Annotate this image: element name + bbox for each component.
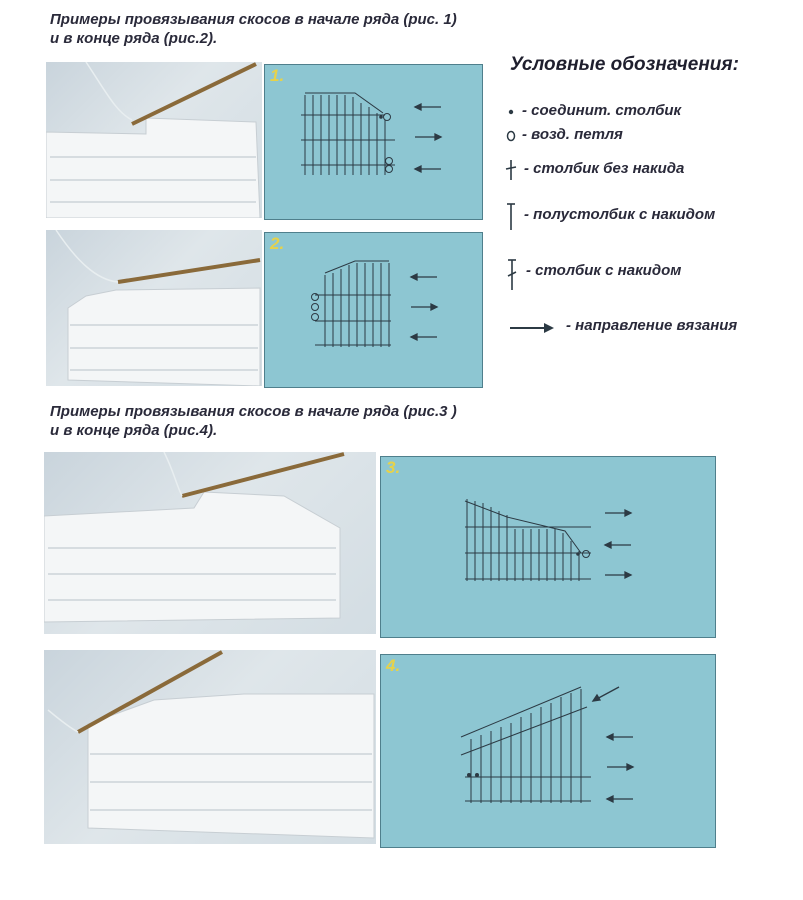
legend-item-chain-loop: - возд. петля [504, 124, 784, 148]
half-double-crochet-icon [507, 203, 515, 230]
stitch-chart-2 [311, 260, 439, 347]
heading-1-line-2: и в конце ряда (рис.2). [50, 30, 218, 47]
stitch-chart-4 [460, 686, 635, 804]
legend-item-slip-stitch: - соединит. столбик [504, 100, 784, 124]
diagram-2: 2. [264, 232, 483, 388]
diagram-1: 1. [264, 64, 483, 220]
single-crochet-icon [505, 160, 517, 180]
slip-stitch-icon [508, 109, 514, 115]
heading-1-line-1: Примеры провязывания скосов в начале ряд… [50, 11, 457, 28]
figure-number-4: 4. [386, 656, 401, 675]
photo-2 [46, 230, 262, 386]
chain-loop-icon [506, 130, 516, 142]
figure-number-2: 2. [270, 234, 285, 253]
photo-3 [44, 452, 376, 634]
diagram-3: 3. [380, 456, 716, 638]
legend-text-chain-loop: - возд. петля [522, 126, 623, 143]
heading-2-line-1: Примеры провязывания скосов в начале ряд… [50, 403, 457, 420]
legend-text-slip-stitch: - соединит. столбик [522, 102, 682, 119]
crochet-swatch-2 [55, 230, 261, 386]
photo-4 [44, 650, 376, 844]
legend-text-single-crochet: - столбик без накида [524, 160, 685, 177]
legend-item-half-double-crochet: - полустолбик с накидом [504, 200, 794, 232]
photo-1 [46, 62, 262, 218]
legend-item-double-crochet: - столбик с накидом [504, 256, 794, 292]
arrow-right-icon [510, 323, 554, 333]
section-heading-1: Примеры провязывания скосов в начале ряд… [50, 10, 457, 48]
legend-item-direction: - направление вязания [508, 314, 798, 340]
stitch-chart-1 [301, 92, 443, 175]
legend-text-half-double-crochet: - полустолбик с накидом [524, 206, 716, 223]
crochet-swatch-4 [47, 650, 375, 839]
legend-text-direction: - направление вязания [566, 317, 738, 334]
figure-number-1: 1. [270, 66, 285, 85]
stitch-chart-3 [464, 499, 633, 581]
legend-text-double-crochet: - столбик с накидом [526, 262, 682, 279]
section-heading-2: Примеры провязывания скосов в начале ряд… [50, 402, 457, 440]
heading-2-line-2: и в конце ряда (рис.4). [50, 422, 218, 439]
diagram-4: 4. [380, 654, 716, 848]
crochet-swatch-1 [46, 62, 261, 218]
crochet-swatch-3 [44, 452, 345, 623]
legend-item-single-crochet: - столбик без накида [504, 156, 784, 184]
double-crochet-icon [507, 259, 517, 290]
legend-title: Условные обозначения: [510, 54, 739, 75]
figure-number-3: 3. [386, 458, 401, 477]
